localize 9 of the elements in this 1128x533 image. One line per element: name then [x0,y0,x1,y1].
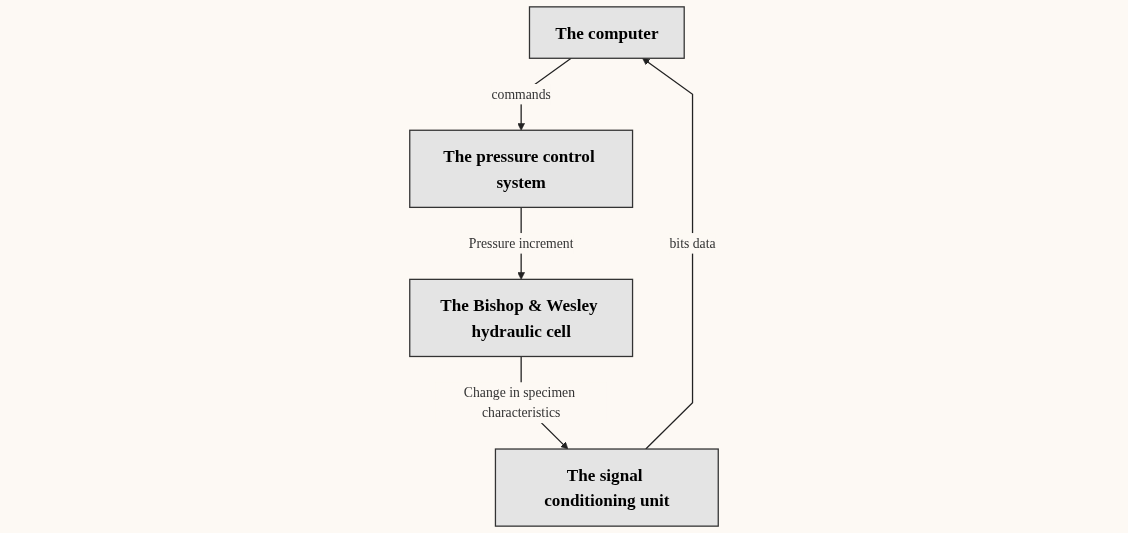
edge-label: Pressure increment [468,235,574,251]
edge-label: commands [491,86,551,102]
node-box: The pressure control system [409,129,634,208]
node-box: The Bishop & Wesley hydraulic cell [409,278,634,358]
arrow [642,57,694,450]
node-box: The computer [528,6,685,59]
node-box: The signal conditioning unit [494,448,719,527]
edge-label: Change in specimen characteristics [463,384,576,420]
edge-label: bits data [669,235,716,251]
